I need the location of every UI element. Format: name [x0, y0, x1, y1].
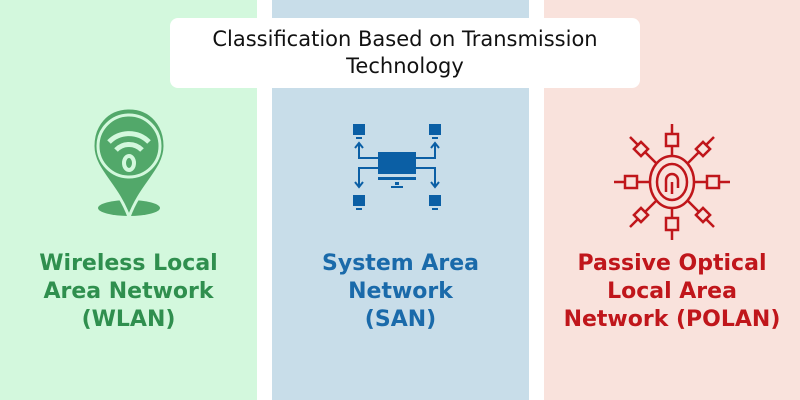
wlan-label: Wireless Local Area Network (WLAN) — [39, 251, 218, 332]
polan-label: Passive Optical Local Area Network (POLA… — [563, 251, 781, 332]
network-computers-icon — [352, 124, 441, 210]
diagram-title: Classification Based on Transmission Tec… — [170, 18, 640, 88]
wifi-location-pin-icon — [90, 106, 167, 220]
san-label: System Area Network (SAN) — [322, 251, 479, 332]
optical-network-icon — [614, 124, 730, 240]
